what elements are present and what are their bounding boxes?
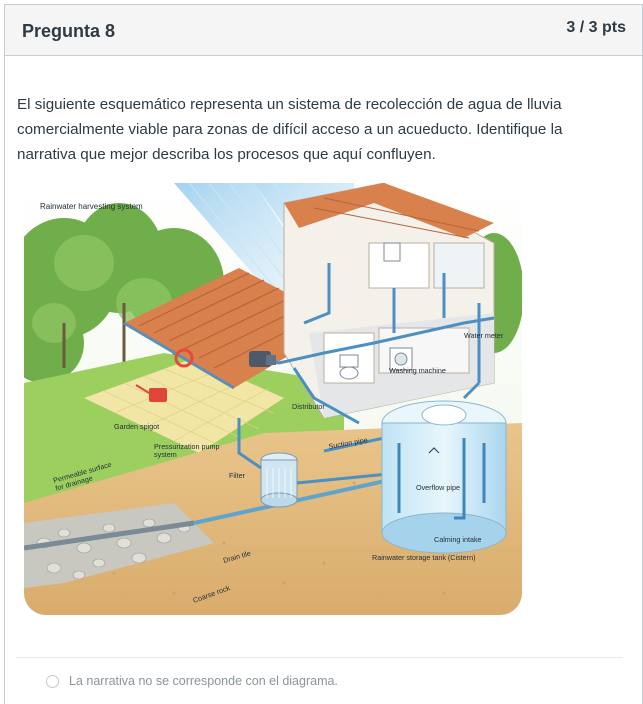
label-filter: Filter (229, 471, 246, 480)
rainwater-diagram-image: Rainwater harvesting system Garden spigo… (24, 183, 522, 615)
question-text: El siguiente esquemático representa un s… (17, 96, 563, 163)
question-header: Pregunta 8 3 / 3 pts (5, 5, 642, 56)
answer-label: La narrativa no se corresponde con el di… (69, 674, 338, 688)
question-title: Pregunta 8 (22, 20, 116, 41)
label-storage-tank: Rainwater storage tank (Cistern) (372, 553, 475, 562)
answer-option[interactable]: La narrativa no se corresponde con el di… (46, 674, 338, 688)
label-garden-spigot: Garden spigot (114, 422, 159, 431)
question-points: 3 / 3 pts (566, 19, 626, 36)
answer-radio[interactable] (46, 674, 59, 688)
label-washing-machine: Washing machine (389, 366, 446, 375)
answer-divider (16, 657, 623, 658)
diagram-title: Rainwater harvesting system (40, 202, 143, 211)
label-water-meter: Water meter (464, 331, 504, 340)
label-distributor: Distributor (292, 402, 325, 411)
label-calming-intake: Calming intake (434, 535, 482, 544)
label-overflow-pipe: Overflow pipe (416, 483, 460, 492)
